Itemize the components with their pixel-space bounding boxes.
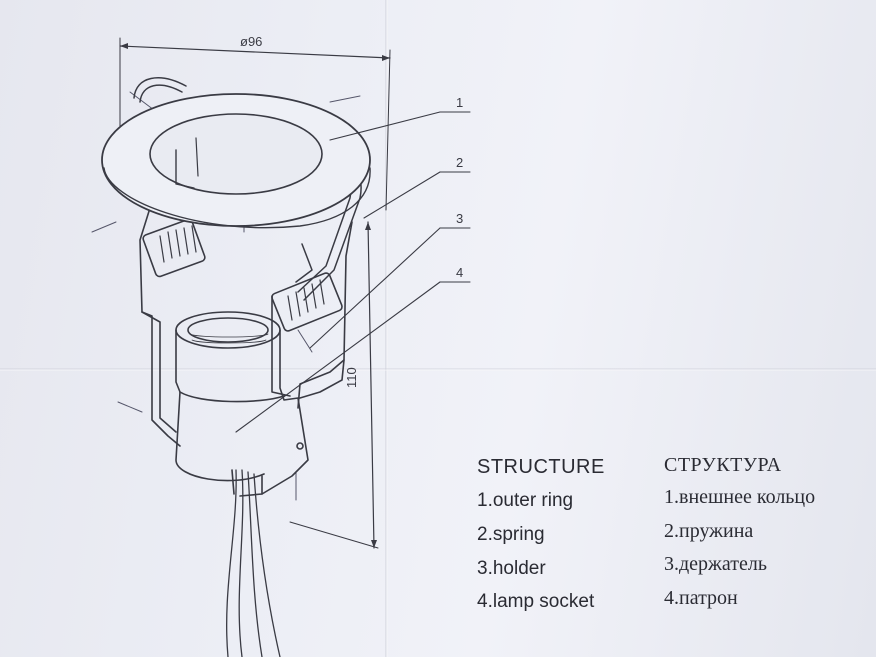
legend-item-ru-1: 1.внешнее кольцо — [664, 486, 816, 508]
height-label: 110 — [344, 367, 359, 388]
legend-item-en-1: 1.outer ring — [477, 490, 574, 511]
outer-ring — [101, 93, 371, 229]
legend-title-ru: СТРУКТУРА — [664, 454, 782, 476]
diameter-label: ø96 — [240, 34, 262, 49]
callout-leaders — [235, 111, 471, 433]
callout-4: 4 — [456, 265, 463, 280]
spring-coils — [142, 218, 343, 332]
callout-1: 1 — [456, 95, 463, 110]
legend-item-ru-3: 3.держатель — [664, 553, 767, 575]
paper-fold-horizontal — [0, 368, 876, 371]
legend-title-en: STRUCTURE — [477, 456, 605, 478]
height-dimension: 110 — [289, 221, 379, 549]
callout-numbers: 1 2 3 4 — [456, 95, 463, 280]
legend-item-en-3: 3.holder — [477, 558, 546, 579]
legend-item-ru-4: 4.патрон — [664, 587, 738, 609]
holder — [139, 207, 353, 447]
legend-item-ru-2: 2.пружина — [664, 520, 754, 542]
callout-2: 2 — [456, 155, 463, 170]
lamp-wires — [226, 469, 281, 657]
paper-fold-vertical — [385, 0, 388, 657]
legend-item-en-4: 4.lamp socket — [477, 591, 595, 612]
legend-item-en-2: 2.spring — [477, 524, 545, 545]
callout-3: 3 — [456, 211, 463, 226]
